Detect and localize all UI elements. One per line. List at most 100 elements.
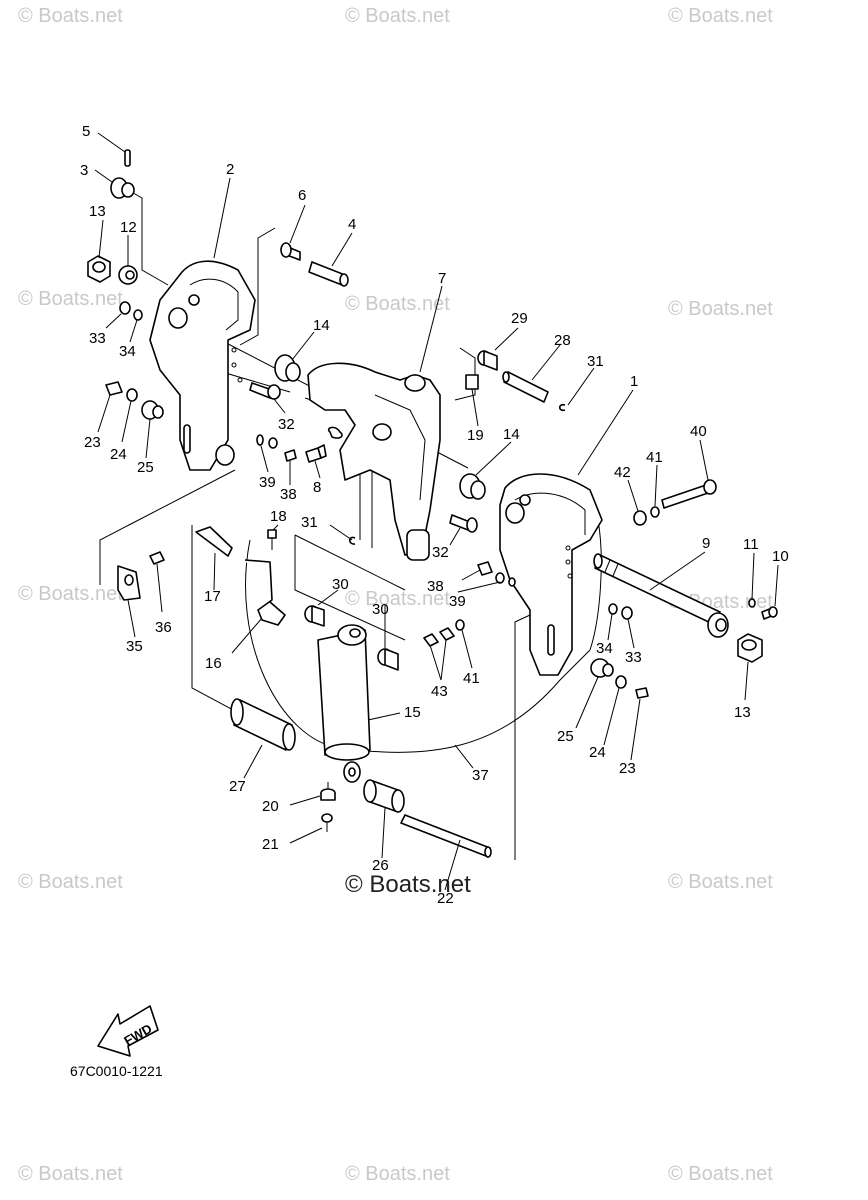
- pin-part-5: [124, 149, 131, 167]
- bolt-part-23-left: [105, 381, 123, 396]
- callout-33-left: 33: [89, 330, 106, 347]
- callout-27: 27: [229, 778, 246, 795]
- screw-part-36: [149, 551, 165, 565]
- callout-41-bottom: 41: [463, 670, 480, 687]
- collar-part-3: [110, 177, 135, 199]
- center-watermark: © Boats.net: [345, 871, 471, 898]
- pin-part-28: [502, 371, 549, 403]
- callout-24-right: 24: [589, 744, 606, 761]
- watermark-low-left: © Boats.net: [18, 871, 123, 893]
- callout-34-left: 34: [119, 343, 136, 360]
- callout-1: 1: [630, 373, 638, 390]
- plate-part-19: [465, 374, 479, 390]
- callout-16: 16: [205, 655, 222, 672]
- cover-part-35: [117, 565, 141, 601]
- bolt-part-23-right: [635, 687, 649, 699]
- diagram-code: 67C0010-1221: [70, 1063, 163, 1079]
- bolt-part-32-left: [249, 382, 281, 400]
- washer-part-39-left: [256, 434, 264, 446]
- callout-2: 2: [226, 161, 234, 178]
- watermarks: © Boats.net © Boats.net © Boats.net © Bo…: [18, 5, 773, 1185]
- callout-9: 9: [702, 535, 710, 552]
- screw-part-38-right: [477, 561, 493, 576]
- callout-33-right: 33: [625, 649, 642, 666]
- callout-13-left: 13: [89, 203, 106, 220]
- callout-38-right: 38: [427, 578, 444, 595]
- callout-23-left: 23: [84, 434, 101, 451]
- clip-part-8b: [327, 426, 343, 439]
- clamp-bracket-part-1: [499, 473, 603, 676]
- nut-part-33-right: [621, 606, 633, 620]
- bushing-part-26: [363, 779, 405, 813]
- swivel-bracket-part-7: [307, 362, 441, 561]
- callout-14-left: 14: [313, 317, 330, 334]
- callout-38-left: 38: [280, 486, 297, 503]
- callout-32-right: 32: [432, 544, 449, 561]
- callout-10: 10: [772, 548, 789, 565]
- bolt-part-10: [761, 606, 778, 620]
- collar-part-30-left: [304, 605, 325, 627]
- callout-14-right: 14: [503, 426, 520, 443]
- grease-nipple-part-8: [305, 444, 327, 463]
- watermark-top-center: © Boats.net: [345, 5, 450, 27]
- tilt-tube-part-9: [593, 553, 729, 638]
- callout-39-right: 39: [449, 593, 466, 610]
- nut-part-43-b: [439, 627, 455, 641]
- callout-40: 40: [690, 423, 707, 440]
- watermark-mid-right: © Boats.net: [668, 298, 773, 320]
- screw-part-21: [321, 813, 333, 832]
- callout-30-left: 30: [332, 576, 349, 593]
- callout-25-right: 25: [557, 728, 574, 745]
- callout-24-left: 24: [110, 446, 127, 463]
- parts: [87, 149, 778, 858]
- callout-43: 43: [431, 683, 448, 700]
- callout-22: 22: [437, 890, 454, 907]
- callout-36: 36: [155, 619, 172, 636]
- clip-part-31-top: [558, 403, 566, 412]
- callout-25-left: 25: [137, 459, 154, 476]
- washer-part-41-top: [650, 506, 660, 518]
- bushing-part-14-right: [459, 473, 486, 500]
- washer-part-41-bottom: [455, 619, 465, 631]
- leader-lines: [94, 132, 779, 891]
- callout-6: 6: [298, 187, 306, 204]
- bolt-part-32-right: [449, 514, 478, 533]
- nut-part-33-left: [119, 301, 131, 315]
- fwd-arrow: FWD: [97, 1005, 159, 1057]
- washer-part-34-left: [133, 309, 143, 321]
- clamp-bracket-part-2: [149, 260, 256, 471]
- callout-26: 26: [372, 857, 389, 874]
- callout-7: 7: [438, 270, 446, 287]
- callout-18: 18: [270, 508, 287, 525]
- washer-part-24-right: [615, 675, 627, 689]
- watermark-bottom-right: © Boats.net: [668, 1163, 773, 1185]
- callout-20: 20: [262, 798, 279, 815]
- washer-part-24-left: [126, 388, 138, 402]
- washer-part-39-right-b: [508, 577, 516, 587]
- nut-part-43-a: [423, 633, 439, 647]
- screw-part-38-left: [284, 449, 297, 462]
- plate-part-17: [195, 526, 233, 557]
- washer-part-42: [633, 510, 647, 526]
- callout-5: 5: [82, 123, 90, 140]
- rod-part-16: [244, 559, 286, 626]
- callout-11: 11: [743, 536, 759, 553]
- trim-cylinder-part-15: [317, 624, 371, 783]
- bolt-part-40: [661, 479, 717, 509]
- callout-21: 21: [262, 836, 279, 853]
- callout-37: 37: [472, 767, 489, 784]
- bushing-part-14-left: [274, 354, 301, 382]
- spacer-part-27: [230, 698, 296, 751]
- shaft-part-22: [400, 814, 492, 858]
- watermark-mid-center: © Boats.net: [345, 293, 450, 315]
- watermark-center-center: © Boats.net: [345, 588, 450, 610]
- bolt-part-18: [267, 529, 277, 550]
- bolt-part-6: [280, 242, 301, 261]
- pin-part-4: [308, 261, 349, 287]
- callout-31-top: 31: [587, 353, 604, 370]
- collar-part-25-left: [141, 400, 164, 420]
- nut-part-13-right: [737, 633, 763, 663]
- callout-35: 35: [126, 638, 143, 655]
- watermark-top-left: © Boats.net: [18, 5, 123, 27]
- callout-labels: 5 3 13 12 2 33 34 6 4 14 7 29 28 31 1 23…: [80, 123, 789, 907]
